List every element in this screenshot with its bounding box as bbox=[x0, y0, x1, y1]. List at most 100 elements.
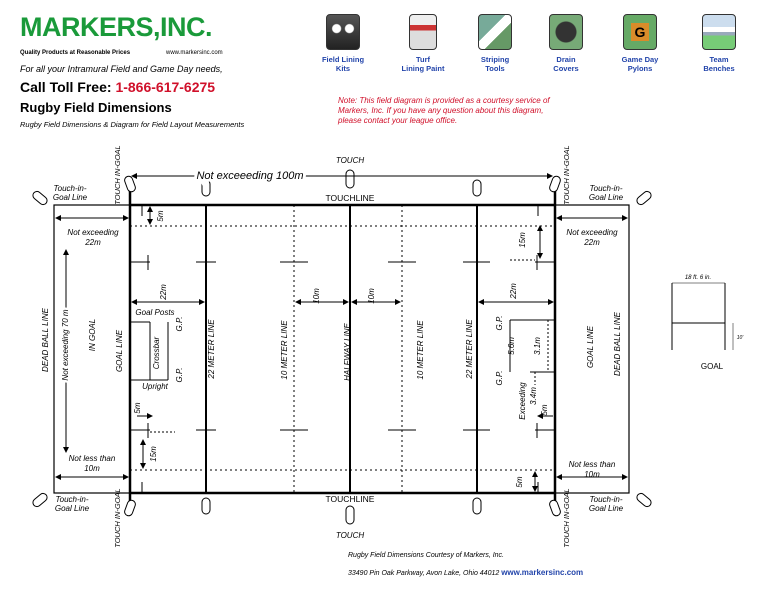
tig-line-tl-2: Goal Line bbox=[53, 193, 88, 202]
tig-line-tl-1: Touch-in- bbox=[53, 184, 86, 193]
nav-label-1b[interactable]: Kits bbox=[335, 64, 351, 73]
dead-ball-left: DEAD BALL LINE bbox=[41, 307, 50, 372]
label-5-6m: 5.6m bbox=[507, 337, 516, 355]
pylon-letter: G bbox=[631, 23, 649, 41]
goal-detail-width: 18 ft. 6 in. bbox=[685, 275, 711, 281]
field-boundary bbox=[53, 204, 630, 494]
tig-bottom-right: TOUCH IN-GOAL bbox=[562, 488, 571, 547]
touch-top-label: TOUCH bbox=[336, 156, 365, 165]
tig-line-tr-1: Touch-in- bbox=[589, 184, 622, 193]
nav-label-4a[interactable]: Drain bbox=[556, 55, 576, 64]
nlt10-left-1: Not less than bbox=[69, 454, 116, 463]
tig-top-right: TOUCH IN-GOAL bbox=[562, 145, 571, 204]
nlt10-right-1: Not less than bbox=[569, 460, 616, 469]
ne22-right-2: 22m bbox=[583, 238, 600, 247]
length-label: Not exceeeding 100m bbox=[196, 170, 303, 182]
label-10m-left: 10m bbox=[312, 288, 321, 304]
exceeding-label: Exceeding bbox=[518, 382, 527, 420]
footer-address: 33490 Pin Oak Parkway, Avon Lake, Ohio 4… bbox=[348, 568, 583, 577]
touch-bottom-label: TOUCH bbox=[336, 531, 365, 540]
page-title: Rugby Field Dimensions bbox=[20, 100, 172, 115]
gp-left-top: G.P. bbox=[175, 317, 184, 332]
call-label: Call Toll Free: bbox=[20, 79, 116, 95]
footer-website-link[interactable]: www.markersinc.com bbox=[501, 568, 584, 577]
gp-right-bottom: G.P. bbox=[495, 371, 504, 386]
label-22m-left: 22m bbox=[159, 284, 168, 301]
drain-covers-icon[interactable] bbox=[549, 14, 583, 50]
gp-left-bottom: G.P. bbox=[175, 368, 184, 383]
gp-right-top: G.P. bbox=[495, 316, 504, 331]
call-toll-free: Call Toll Free: 1-866-617-6275 bbox=[20, 79, 215, 95]
touchline-top-label: TOUCHLINE bbox=[326, 193, 375, 203]
field-lining-kits-icon[interactable] bbox=[326, 14, 360, 50]
nlt10-left-2: 10m bbox=[84, 464, 100, 473]
game-day-pylons-icon[interactable]: G bbox=[623, 14, 657, 50]
team-benches-icon[interactable] bbox=[702, 14, 736, 50]
pylon-markers bbox=[32, 169, 652, 525]
page-subtitle: Rugby Field Dimensions & Diagram for Fie… bbox=[20, 120, 245, 129]
phone-number[interactable]: 1-866-617-6275 bbox=[115, 79, 216, 95]
ne22-left-1: Not exceeding bbox=[67, 228, 119, 237]
tig-bottom-left: TOUCH IN-GOAL bbox=[113, 488, 122, 547]
label-5m-right: 5m bbox=[540, 404, 549, 415]
label-10m-right: 10m bbox=[367, 288, 376, 304]
tig-top-left: TOUCH IN-GOAL bbox=[113, 145, 122, 204]
meter22-right-label: 22 METER LINE bbox=[465, 319, 474, 380]
striping-tools-icon[interactable] bbox=[478, 14, 512, 50]
label-3-1m: 3.1m bbox=[533, 337, 542, 355]
nav-label-2b[interactable]: Lining Paint bbox=[401, 64, 445, 73]
goal-posts-label: Goal Posts bbox=[135, 308, 174, 317]
goal-detail-drawing bbox=[671, 282, 734, 350]
goal-detail-height: 10' bbox=[737, 335, 745, 341]
touchline-bottom-label: TOUCHLINE bbox=[326, 494, 375, 504]
dead-ball-right: DEAD BALL LINE bbox=[613, 311, 622, 376]
goal-posts-right bbox=[509, 319, 555, 385]
courtesy-note: Note: This field diagram is provided as … bbox=[338, 96, 550, 125]
tig-line-bl-2: Goal Line bbox=[55, 504, 90, 513]
nav-label-3b[interactable]: Tools bbox=[485, 64, 505, 73]
brand-logo[interactable]: MARKERS,INC. bbox=[20, 12, 213, 42]
tig-line-bl-1: Touch-in- bbox=[55, 495, 88, 504]
goal-line-right-label: GOAL LINE bbox=[586, 325, 595, 368]
width-label: Not exceeding 70 m bbox=[61, 309, 70, 380]
meter10-right-label: 10 METER LINE bbox=[416, 320, 425, 380]
nav-label-3a[interactable]: Striping bbox=[480, 55, 510, 64]
meter22-left-label: 22 METER LINE bbox=[207, 319, 216, 380]
ne22-left-2: 22m bbox=[84, 238, 101, 247]
nav-label-1a[interactable]: Field Lining bbox=[321, 55, 365, 64]
label-3-4m: 3.4m bbox=[529, 387, 538, 405]
label-22m-right: 22m bbox=[509, 283, 518, 300]
tig-line-tr-2: Goal Line bbox=[589, 193, 624, 202]
goal-line-left-label: GOAL LINE bbox=[115, 329, 124, 372]
tig-line-br-1: Touch-in- bbox=[589, 495, 622, 504]
nav-label-6b[interactable]: Benches bbox=[703, 64, 735, 73]
nav-label-2a[interactable]: Turf bbox=[415, 55, 431, 64]
nav-label-6a[interactable]: Team bbox=[709, 55, 729, 64]
label-5m-top-left: 5m bbox=[156, 210, 165, 221]
footer-courtesy: Rugby Field Dimensions Courtesy of Marke… bbox=[348, 552, 504, 559]
meter10-left-label: 10 METER LINE bbox=[280, 320, 289, 380]
upright-label: Upright bbox=[142, 382, 169, 391]
label-5m-left: 5m bbox=[133, 402, 142, 413]
ne22-right-1: Not exceeding bbox=[566, 228, 618, 237]
nlt10-right-2: 10m bbox=[584, 470, 600, 479]
label-5m-bottom-right: 5m bbox=[515, 476, 524, 487]
nav-label-5a[interactable]: Game Day bbox=[621, 55, 659, 64]
nav-label-5b[interactable]: Pylons bbox=[627, 64, 653, 73]
turf-lining-paint-icon[interactable] bbox=[409, 14, 437, 50]
goal-posts-left bbox=[130, 321, 169, 381]
label-15m-right: 15m bbox=[518, 232, 527, 248]
in-goal-label: IN GOAL bbox=[88, 319, 97, 351]
crossbar-label: Crossbar bbox=[152, 336, 161, 369]
label-15m-left: 15m bbox=[149, 446, 158, 462]
brand-url[interactable]: www.markersinc.com bbox=[166, 50, 223, 56]
nav-label-4b[interactable]: Covers bbox=[553, 64, 579, 73]
tig-line-br-2: Goal Line bbox=[589, 504, 624, 513]
